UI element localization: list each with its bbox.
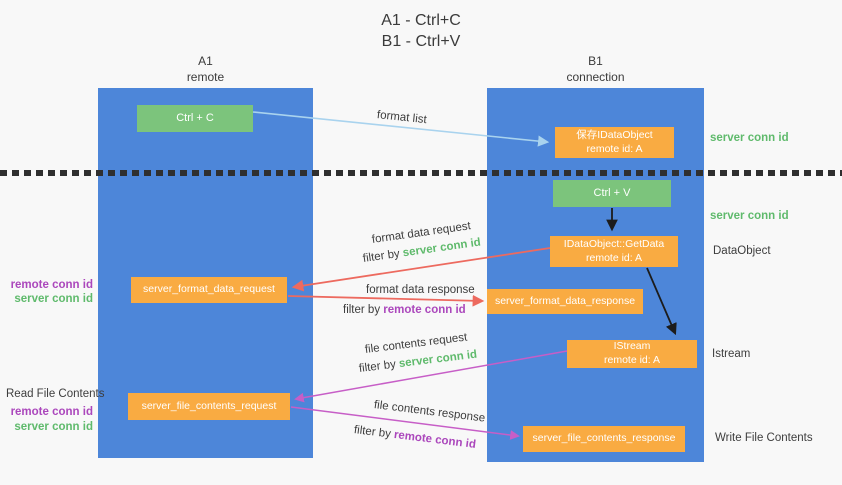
node-istream-line1: IStream: [613, 340, 651, 353]
diagram-title: A1 - Ctrl+C B1 - Ctrl+V: [0, 10, 842, 52]
node-idataobject-getdata: IDataObject::GetData remote id: A: [550, 236, 678, 267]
filter-by-text: filter by: [362, 247, 404, 265]
filter-by-text: filter by: [358, 358, 400, 375]
label-file-contents-response: file contents response: [373, 399, 486, 425]
node-server-format-data-response: server_format_data_response: [487, 289, 643, 314]
phase-divider-dashed-line: [0, 170, 842, 176]
column-a1-name: A1: [198, 54, 213, 68]
label-format-data-response: format data response: [366, 284, 475, 296]
column-a1-subtitle: remote: [186, 69, 225, 84]
filter-by-text: filter by: [353, 424, 395, 441]
label-format-list: format list: [376, 109, 428, 127]
label-remote-conn-id-mid-left: remote conn id: [10, 279, 93, 291]
node-save-idataobject-line1: 保存IDataObject: [576, 128, 653, 141]
node-save-idataobject-line2: remote id: A: [586, 142, 643, 155]
filter-by-text: filter by: [343, 304, 384, 316]
label-server-conn-id-top-right: server conn id: [710, 132, 789, 144]
title-line-2: B1 - Ctrl+V: [381, 33, 461, 51]
node-server-file-contents-response-label: server_file_contents_response: [532, 432, 676, 445]
arrow-format-data-response: [287, 294, 485, 307]
node-server-format-data-request: server_format_data_request: [131, 277, 287, 303]
title-line-1: A1 - Ctrl+C: [381, 12, 461, 29]
column-b1-subtitle: connection: [566, 69, 625, 84]
remote-conn-id-text: remote conn id: [393, 428, 477, 451]
node-getdata-line1: IDataObject::GetData: [563, 237, 665, 250]
label-dataobject: DataObject: [713, 245, 771, 257]
node-istream: IStream remote id: A: [567, 340, 697, 368]
label-server-conn-id-bottom-left: server conn id: [14, 421, 93, 433]
label-read-file-contents: Read File Contents: [6, 388, 105, 400]
label-filter-by-remote-1: filter by remote conn id: [343, 304, 466, 316]
label-remote-conn-id-bottom-left: remote conn id: [10, 406, 93, 418]
node-server-file-contents-response: server_file_contents_response: [523, 426, 685, 452]
server-conn-id-text: server conn id: [398, 348, 478, 371]
remote-conn-id-text: remote conn id: [383, 304, 466, 316]
node-server-file-contents-request: server_file_contents_request: [128, 393, 290, 420]
node-ctrl-c-label: Ctrl + C: [176, 112, 214, 125]
node-ctrl-v: Ctrl + V: [553, 180, 671, 207]
node-ctrl-c: Ctrl + C: [137, 105, 253, 132]
node-getdata-line2: remote id: A: [585, 251, 643, 264]
node-server-format-data-response-label: server_format_data_response: [494, 294, 636, 307]
label-istream: Istream: [712, 348, 751, 360]
column-header-b1: B1 connection: [487, 54, 704, 85]
node-save-idataobject: 保存IDataObject remote id: A: [555, 127, 674, 158]
node-server-format-data-request-label: server_format_data_request: [143, 283, 275, 296]
label-server-conn-id-mid-right: server conn id: [710, 210, 789, 222]
column-header-a1: A1 remote: [98, 54, 313, 85]
column-b1-name: B1: [588, 54, 603, 68]
node-server-file-contents-request-label: server_file_contents_request: [141, 399, 277, 412]
label-filter-by-remote-2: filter by remote conn id: [353, 424, 476, 451]
label-server-conn-id-mid-left: server conn id: [14, 293, 93, 305]
node-istream-line2: remote id: A: [603, 354, 661, 366]
node-ctrl-v-label: Ctrl + V: [593, 187, 631, 200]
label-write-file-contents: Write File Contents: [715, 432, 813, 444]
